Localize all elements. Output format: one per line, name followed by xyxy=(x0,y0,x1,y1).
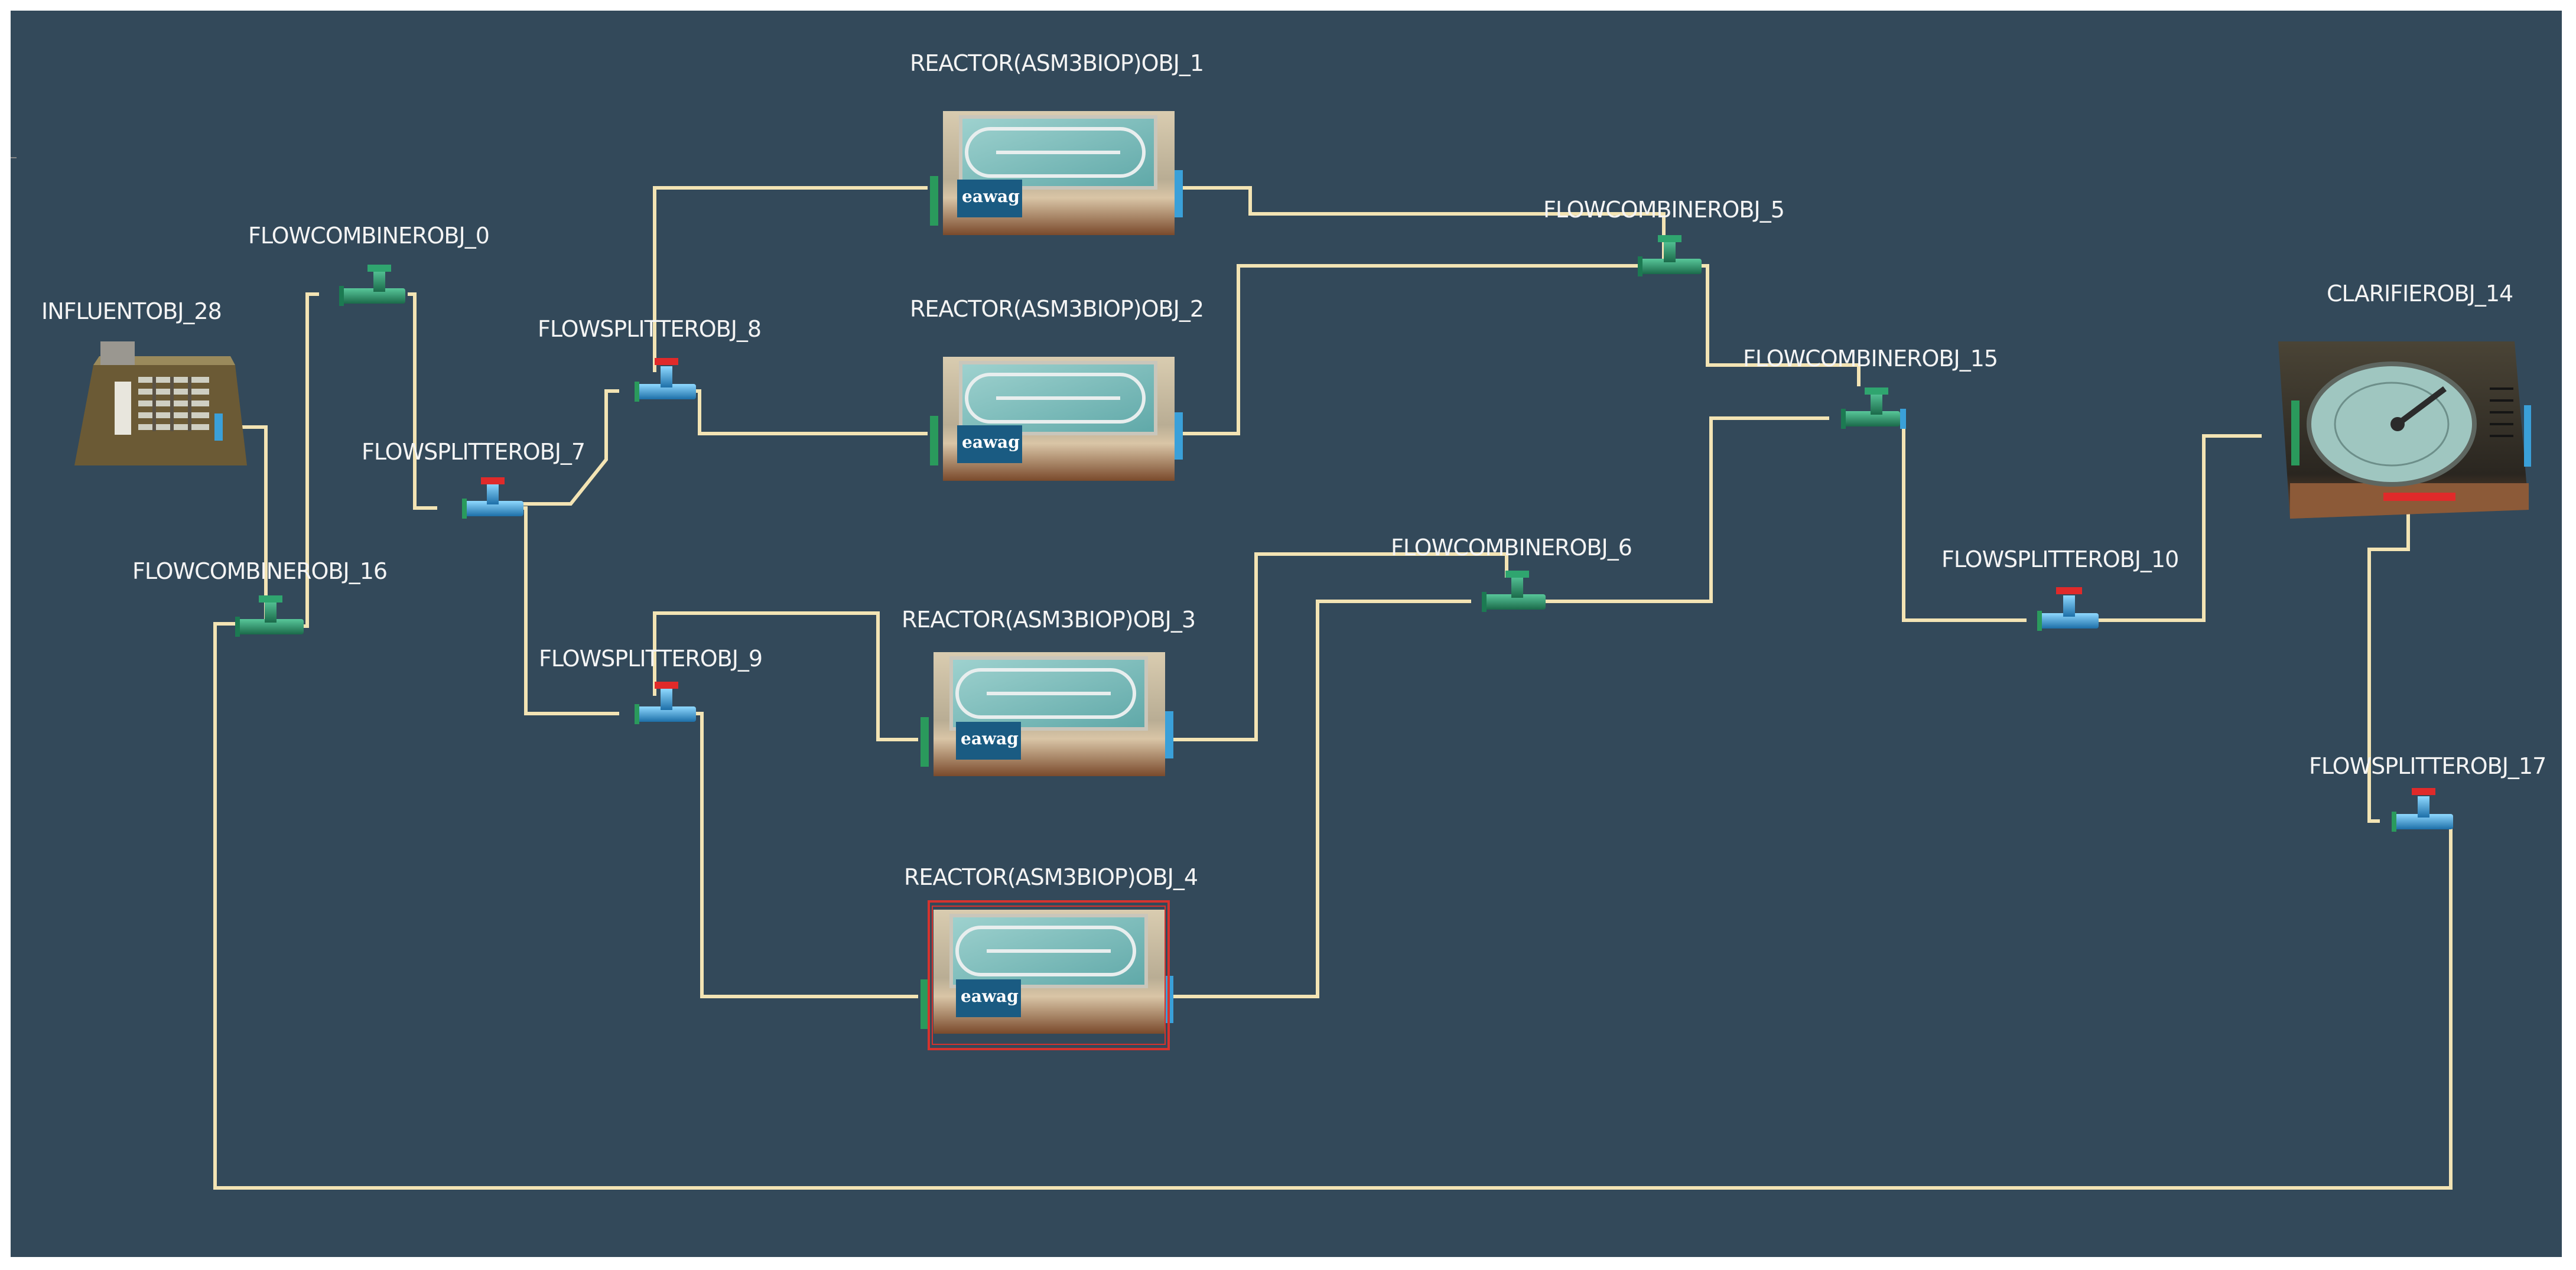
reactor-3-label: REACTOR(ASM3BIOP)OBJ_3 xyxy=(902,607,1196,633)
reactor-4-label: REACTOR(ASM3BIOP)OBJ_4 xyxy=(904,864,1198,890)
eawag-badge: eawag xyxy=(956,979,1021,1017)
influent-label: INFLUENTOBJ_28 xyxy=(41,298,222,324)
reactor-1-label: REACTOR(ASM3BIOP)OBJ_1 xyxy=(910,50,1204,76)
clarifier-label: CLARIFIEROBJ_14 xyxy=(2327,281,2513,307)
flow-splitter-icon-17[interactable] xyxy=(2392,788,2453,832)
combiner-5-label: FLOWCOMBINEROBJ_5 xyxy=(1543,197,1785,223)
flow-splitter-icon-8[interactable] xyxy=(635,358,696,402)
flow-combiner-icon-0[interactable] xyxy=(339,265,405,306)
flow-combiner-icon-6[interactable] xyxy=(1482,571,1546,612)
splitter-7-label: FLOWSPLITTEROBJ_7 xyxy=(362,439,586,465)
eawag-badge: eawag xyxy=(956,722,1021,760)
reactor-2-label: REACTOR(ASM3BIOP)OBJ_2 xyxy=(910,296,1204,322)
edge-tick xyxy=(11,157,17,158)
eawag-badge: eawag xyxy=(957,180,1022,217)
flow-splitter-icon-7[interactable] xyxy=(462,477,523,519)
splitter-10-label: FLOWSPLITTEROBJ_10 xyxy=(1941,546,2179,572)
flowsheet-canvas[interactable]: eawag eawag eawag eawag REACTOR(ASM3BIOP… xyxy=(11,11,2562,1257)
flow-splitter-icon-9[interactable] xyxy=(635,682,696,724)
flow-combiner-icon-15[interactable] xyxy=(1841,387,1906,429)
selection-box xyxy=(928,900,1170,1050)
splitter-9-label: FLOWSPLITTEROBJ_9 xyxy=(539,646,763,672)
reactor-tank-icon-2[interactable] xyxy=(930,357,1183,481)
influent-icon[interactable] xyxy=(74,341,247,465)
reactor-tank-icon-4[interactable] xyxy=(921,900,1173,1050)
flow-combiner-icon-16[interactable] xyxy=(235,595,304,637)
splitter-8-label: FLOWSPLITTEROBJ_8 xyxy=(538,316,762,342)
flow-splitter-icon-10[interactable] xyxy=(2037,587,2099,631)
splitter-17-label: FLOWSPLITTEROBJ_17 xyxy=(2309,753,2546,779)
combiner-16-label: FLOWCOMBINEROBJ_16 xyxy=(132,558,388,584)
combiner-15-label: FLOWCOMBINEROBJ_15 xyxy=(1743,346,1998,372)
combiner-6-label: FLOWCOMBINEROBJ_6 xyxy=(1391,535,1632,561)
clarifier-icon[interactable] xyxy=(2278,341,2531,519)
pipe-network xyxy=(74,111,2531,1190)
combiner-0-label: FLOWCOMBINEROBJ_0 xyxy=(248,223,490,249)
eawag-badge: eawag xyxy=(957,425,1022,463)
flow-combiner-icon-5[interactable] xyxy=(1638,235,1702,276)
